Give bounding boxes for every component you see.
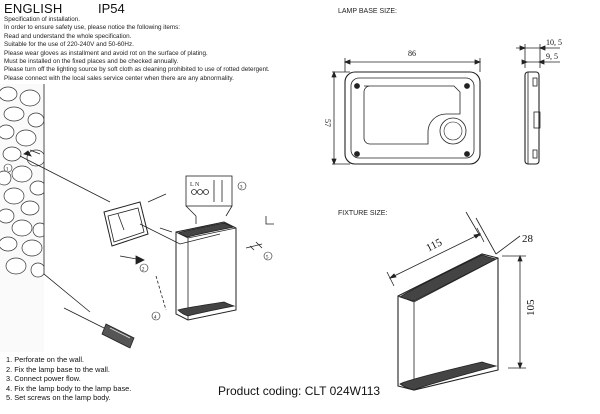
step-item: 5. Set screws on the lamp body. <box>6 393 111 403</box>
base-width-label: 86 <box>408 49 416 58</box>
step-item: 4. Fix the lamp body to the lamp base. <box>6 383 132 393</box>
ip-rating: IP54 <box>98 1 125 16</box>
callout-3: 3 <box>240 184 243 190</box>
base-depth-inner-label: 9, 5 <box>546 52 558 61</box>
callout-1: 1 <box>6 166 9 172</box>
fixture-length-label: 115 <box>424 236 444 254</box>
instructions-block: Specification of installation. In order … <box>4 16 334 83</box>
svg-text:L N: L N <box>190 182 200 188</box>
instruction-line: In order to ensure safety use, please no… <box>4 24 181 32</box>
instruction-line: Please connect with the local sales serv… <box>4 74 234 82</box>
fixture-title: FIXTURE SIZE: <box>338 210 388 217</box>
callout-5: 5 <box>266 254 269 260</box>
step-item: 1. Perforate on the wall. <box>6 355 85 364</box>
lamp-base-title: LAMP BASE SIZE: <box>338 8 398 15</box>
instruction-line: Specification of installation. <box>4 16 80 23</box>
step-item: 2. Fix the lamp base to the wall. <box>6 364 110 374</box>
callout-2: 2 <box>142 266 145 272</box>
base-height-label: 57 <box>323 119 332 127</box>
base-depth-outer-label: 10, 5 <box>546 38 562 47</box>
fixture-depth-label: 28 <box>522 233 534 245</box>
product-code: Product coding: CLT 024W113 <box>218 384 381 398</box>
stone-wall <box>0 84 44 352</box>
language-heading: ENGLISH <box>4 1 63 16</box>
instruction-line: Read and understand the whole specificat… <box>4 32 132 40</box>
installation-steps: 1. Perforate on the wall. 2. Fix the lam… <box>6 355 131 403</box>
step-item: 3. Connect power flow. <box>6 374 81 384</box>
lamp-base-drawing: 86 57 10, 5 9, 5 <box>323 38 562 166</box>
fixture-height-label: 105 <box>525 299 537 316</box>
instruction-line: Suitable for the use of 220-240V and 50-… <box>4 41 134 49</box>
installation-illustration: L N 1 2 3 4 5 <box>0 84 274 352</box>
callout-4: 4 <box>154 314 157 320</box>
instruction-line: Please turn off the lighting source by s… <box>4 66 270 74</box>
instruction-line: Please wear gloves as installment and av… <box>4 49 208 57</box>
instruction-line: Must be installed on the fixed places an… <box>4 58 179 66</box>
fixture-drawing: 115 28 105 <box>386 211 537 391</box>
